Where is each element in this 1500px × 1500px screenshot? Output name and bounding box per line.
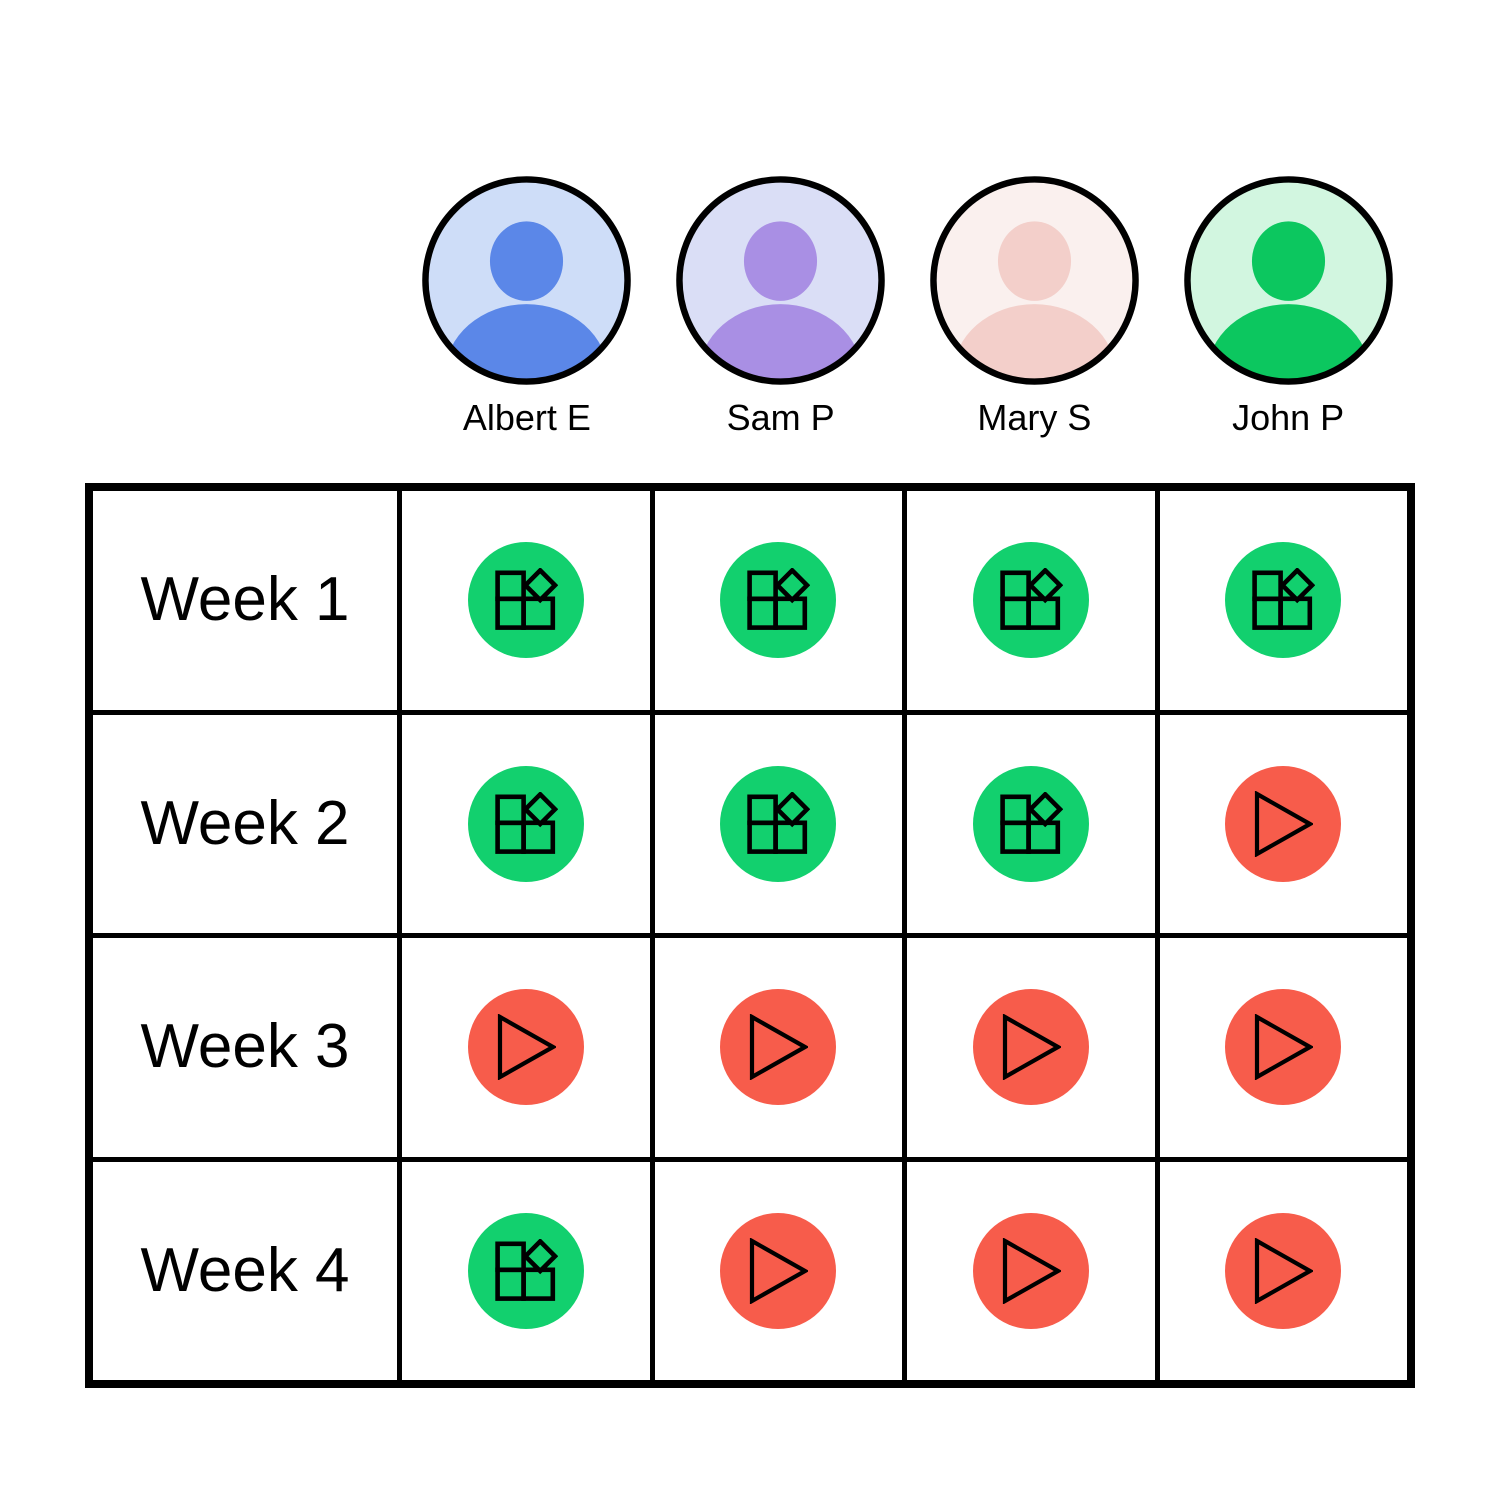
status-cell-week1-john-p (1159, 491, 1407, 710)
play-icon (1255, 1237, 1314, 1304)
person-sam-p: Sam P (654, 173, 908, 438)
person-name: Albert E (462, 397, 591, 438)
status-marker-in-progress (972, 1212, 1089, 1329)
person-john-p: John P (1161, 173, 1415, 438)
person-name: Mary S (977, 397, 1092, 438)
status-marker-in-progress (1225, 989, 1342, 1106)
status-marker-in-progress (720, 989, 837, 1106)
week-label: Week 2 (140, 788, 350, 858)
status-cell-week3-sam-p (654, 938, 902, 1157)
status-marker-done (972, 542, 1089, 659)
status-marker-in-progress (972, 989, 1089, 1106)
blocks-icon (495, 791, 558, 854)
play-icon (1255, 790, 1314, 857)
people-header-row: Albert E Sam P Mary S John P (400, 173, 1415, 438)
status-cell-week1-sam-p (654, 491, 902, 710)
week-row-header-3: Week 3 (93, 938, 397, 1157)
play-icon (1002, 1014, 1061, 1081)
play-icon (750, 1014, 809, 1081)
week-row-header-2: Week 2 (93, 714, 397, 933)
status-cell-week4-mary-s (907, 1161, 1155, 1380)
play-icon (1002, 1237, 1061, 1304)
status-cell-week2-sam-p (654, 714, 902, 933)
status-cell-week1-albert-e (402, 491, 650, 710)
status-marker-done (972, 765, 1089, 882)
status-marker-done (1225, 542, 1342, 659)
blocks-icon (1252, 568, 1316, 631)
blocks-icon (747, 568, 811, 631)
blocks-icon (1000, 568, 1063, 631)
week-label: Week 1 (140, 565, 350, 635)
person-mary-s: Mary S (908, 173, 1162, 438)
status-cell-week4-albert-e (402, 1161, 650, 1380)
status-marker-in-progress (1225, 765, 1342, 882)
status-cell-week2-mary-s (907, 714, 1155, 933)
status-cell-week4-john-p (1159, 1161, 1407, 1380)
status-marker-done (467, 1212, 584, 1329)
week-row-header-1: Week 1 (93, 491, 397, 710)
week-row-header-4: Week 4 (93, 1161, 397, 1380)
play-icon (497, 1014, 556, 1081)
status-marker-done (467, 765, 584, 882)
blocks-icon (747, 791, 811, 854)
blocks-icon (495, 1238, 558, 1301)
status-cell-week3-albert-e (402, 938, 650, 1157)
person-name: Sam P (726, 397, 835, 438)
user-avatar-icon (930, 176, 1139, 385)
status-marker-done (467, 542, 584, 659)
status-cell-week2-john-p (1159, 714, 1407, 933)
play-icon (750, 1237, 809, 1304)
person-name: John P (1232, 397, 1345, 438)
status-marker-done (720, 765, 837, 882)
status-table: Week 1 Week 2 Week 3 Week 4 (85, 483, 1415, 1388)
person-albert-e: Albert E (400, 173, 654, 438)
status-cell-week2-albert-e (402, 714, 650, 933)
status-cell-week3-john-p (1159, 938, 1407, 1157)
week-label: Week 3 (140, 1012, 350, 1082)
status-cell-week4-sam-p (654, 1161, 902, 1380)
status-marker-done (720, 542, 837, 659)
user-avatar-icon (1183, 176, 1393, 385)
status-marker-in-progress (1225, 1212, 1342, 1329)
user-avatar-icon (676, 176, 885, 385)
status-cell-week1-mary-s (907, 491, 1155, 710)
blocks-icon (495, 568, 558, 631)
play-icon (1255, 1014, 1314, 1081)
status-marker-in-progress (720, 1212, 837, 1329)
status-cell-week3-mary-s (907, 938, 1155, 1157)
user-avatar-icon (422, 176, 632, 385)
status-marker-in-progress (467, 989, 584, 1106)
week-label: Week 4 (140, 1235, 350, 1305)
blocks-icon (1000, 791, 1063, 854)
